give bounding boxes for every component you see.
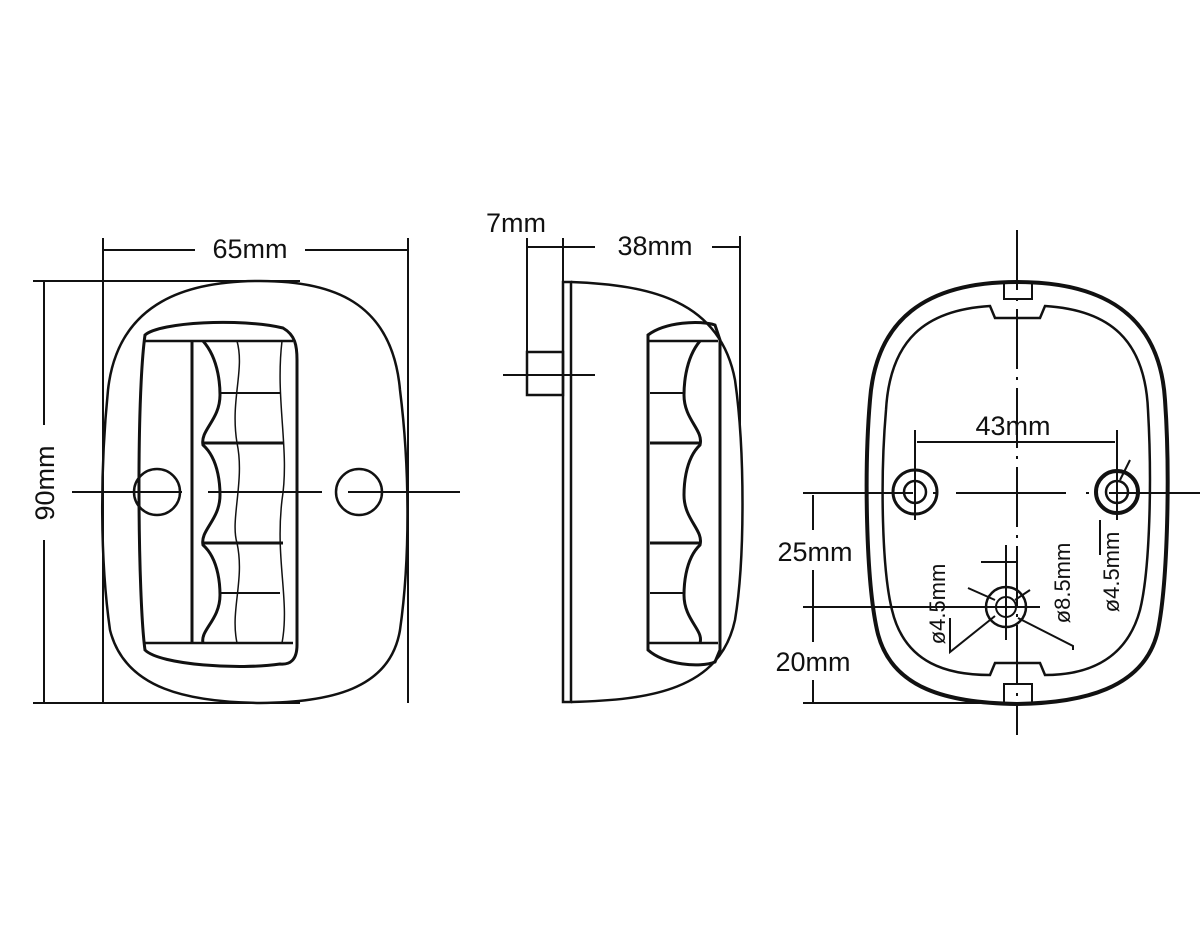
base-plate [561, 280, 573, 704]
leader-line [1017, 617, 1074, 650]
lens-wave [682, 340, 702, 644]
height-dimension-label: 90mm [30, 445, 60, 520]
leader-line [1119, 459, 1131, 481]
lens-wave [201, 340, 222, 644]
side-hole-diameter-label: ø4.5mm [1099, 532, 1124, 613]
rear-inner-rim [881, 304, 1152, 677]
rear-view: 43mm 25mm 20mm ø4.5mm ø8.5mm ø4.5mm [775, 230, 1200, 735]
counterbore-diameter-label: ø8.5mm [1050, 543, 1075, 624]
lower-offset-label: 20mm [775, 647, 850, 677]
width-dimension-label: 65mm [212, 234, 287, 264]
lens-ridge [234, 340, 241, 644]
center-hole-diameter-label: ø4.5mm [925, 564, 950, 645]
front-window [137, 320, 299, 668]
side-window [646, 320, 722, 667]
lens-ridge [279, 340, 286, 644]
depth-dimension-label: 38mm [617, 231, 692, 261]
mounting-stud [525, 350, 565, 397]
side-body-outline [570, 280, 744, 704]
leader-line [967, 587, 996, 601]
stud-dimension-label: 7mm [486, 208, 546, 238]
hole-spacing-label: 43mm [975, 411, 1050, 441]
side-view: 7mm 38mm [486, 208, 744, 704]
upper-offset-label: 25mm [777, 537, 852, 567]
front-view: 65mm 90mm [30, 234, 460, 705]
leader-line [1014, 589, 1031, 601]
leader-line [949, 615, 996, 655]
